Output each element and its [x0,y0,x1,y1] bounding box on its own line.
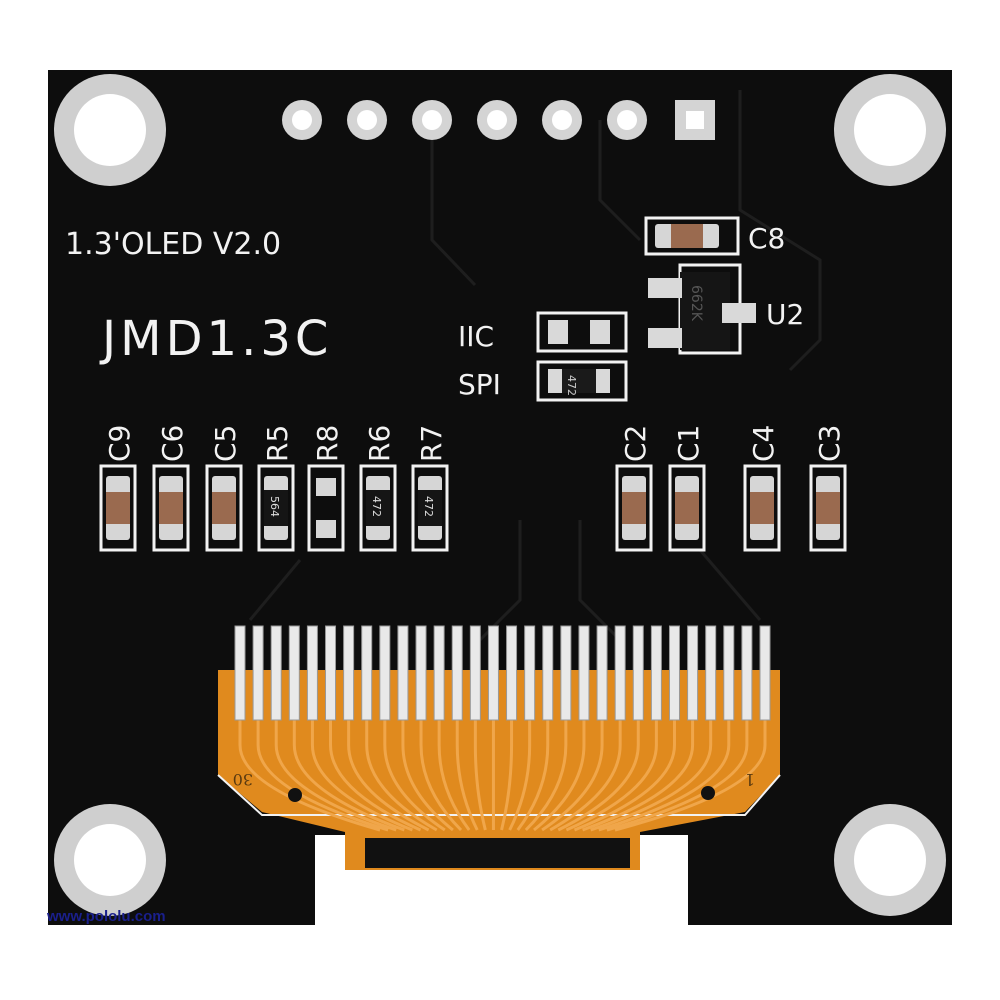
passive-components: C9 C6 C5 R5 564 R8 R6 472 R7 472 C2 C1 C4 C3 [99,425,847,552]
c8-capacitor [644,216,740,256]
component-label: C3 [813,425,846,462]
component-c4: C4 [743,425,781,552]
header-pins [282,100,715,140]
flex-pin [578,625,590,721]
flex-pin-1-label: 1 [745,770,755,789]
flex-pin [288,625,300,721]
u2-label: U2 [766,298,804,331]
component-c5: C5 [205,425,243,552]
component-label: R5 [261,425,294,462]
flex-pin [723,625,735,721]
flex-pin [596,625,608,721]
flex-pin [270,625,282,721]
flex-pin [705,625,717,721]
component-c1: C1 [668,425,706,552]
flex-pin [668,625,680,721]
component-label: R8 [311,425,344,462]
flex-traces [238,720,767,832]
flex-pin-30-label: 30 [233,770,253,789]
spi-label: SPI [458,368,501,401]
spi-jumper-marking: 472 [565,375,578,396]
component-label: R7 [415,425,448,462]
component-r8: R8 [307,425,345,552]
flex-pin [524,625,536,721]
u2-marking: 662K [688,285,704,322]
flex-pin [306,625,318,721]
resistor-marking: 472 [370,496,383,517]
flex-pin [343,625,355,721]
mounting-holes [54,74,946,916]
flex-pin [650,625,662,721]
flex-cable: 30 1 [217,670,781,870]
version-label: 1.3'OLED V2.0 [65,227,281,262]
flex-pin [469,625,481,721]
u2-regulator: 662K [648,263,756,355]
iic-label: IIC [458,320,494,353]
pololu-watermark: www.pololu.com [47,908,166,925]
flex-pin [542,625,554,721]
flex-pin [614,625,626,721]
c8-label: C8 [748,222,785,255]
flex-pin [252,625,264,721]
flex-pins [234,625,771,721]
flex-pin [506,625,518,721]
component-c6: C6 [152,425,190,552]
flex-pin [379,625,391,721]
flex-pin [560,625,572,721]
component-label: C9 [103,425,136,462]
component-label: C4 [747,425,780,462]
resistor-marking: 564 [268,496,281,517]
flex-pin [397,625,409,721]
flex-pin [234,625,246,721]
flex-pin [632,625,644,721]
component-label: R6 [363,425,396,462]
resistor-marking: 472 [422,496,435,517]
component-c3: C3 [809,425,847,552]
component-r5: R5 564 [257,425,295,552]
flex-pin [325,625,337,721]
flex-pin [451,625,463,721]
flex-pin [741,625,753,721]
flex-pin [415,625,427,721]
flex-pin [433,625,445,721]
component-c2: C2 [615,425,653,552]
component-c9: C9 [99,425,137,552]
component-label: C6 [156,425,189,462]
component-label: C2 [619,425,652,462]
model-label: JMD1.3C [99,311,332,367]
component-r6: R6 472 [359,425,397,552]
interface-jumpers: 472 [536,311,628,402]
flex-pin [361,625,373,721]
component-label: C5 [209,425,242,462]
component-r7: R7 472 [411,425,449,552]
flex-pin [687,625,699,721]
component-label: C1 [672,425,705,462]
flex-pin [487,625,499,721]
flex-pin [759,625,771,721]
